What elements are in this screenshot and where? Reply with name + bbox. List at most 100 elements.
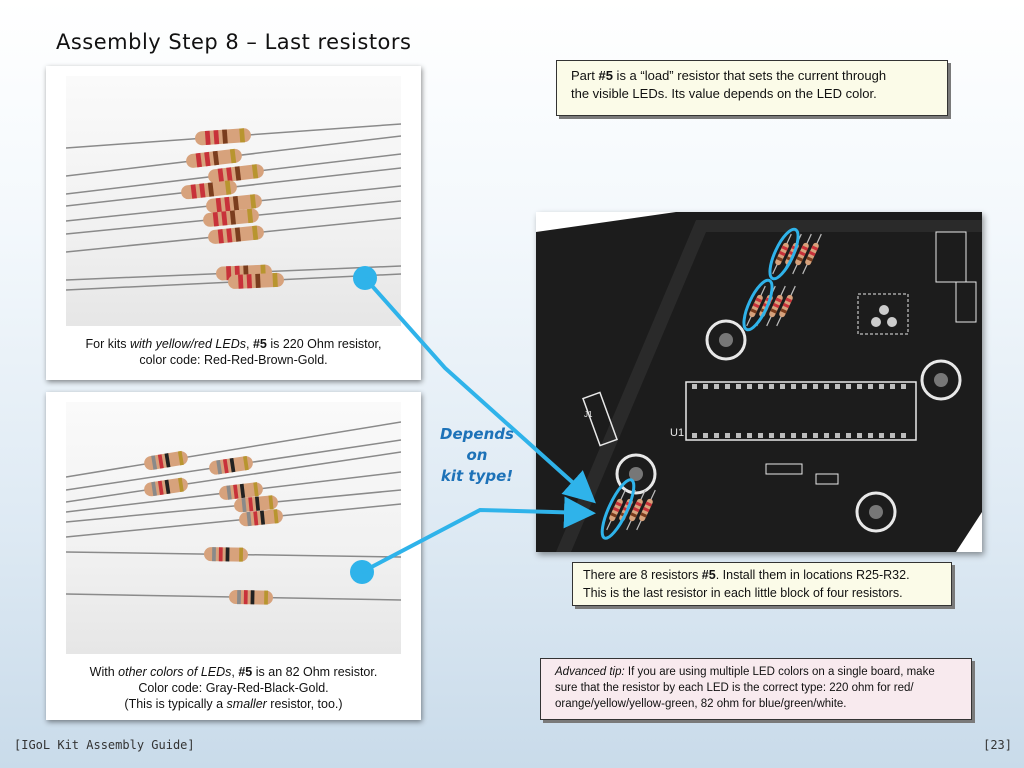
caption-text: is an 82 Ohm resistor. <box>252 665 378 679</box>
ic-pin <box>879 384 884 389</box>
ic-pin <box>692 384 697 389</box>
component-outline <box>935 231 967 283</box>
ic-pin <box>824 384 829 389</box>
resistor-photo-82ohm <box>66 402 401 654</box>
ic-pin <box>714 433 719 438</box>
pcb-resistor <box>772 233 792 275</box>
caption-text: (This is typically a <box>124 697 227 711</box>
ic-pin <box>813 384 818 389</box>
caption-text: With <box>89 665 119 679</box>
caption-text: , <box>245 337 253 351</box>
ic-pin <box>868 433 873 438</box>
ic-pin <box>791 384 796 389</box>
resistor-illustration-220ohm <box>66 123 401 291</box>
resistor <box>66 217 401 253</box>
tip-text: If you are using multiple LED colors on … <box>555 666 935 710</box>
ic-pin <box>890 433 895 438</box>
resistor-illustration-82ohm <box>66 421 401 605</box>
caption-text: For kits <box>85 337 130 351</box>
ic-pin <box>813 433 818 438</box>
tip-label: Advanced tip: <box>555 666 625 678</box>
ic-pin <box>802 433 807 438</box>
ic-pin <box>791 433 796 438</box>
resistor <box>66 471 401 513</box>
ic-pin <box>703 433 708 438</box>
mounting-hole <box>855 491 897 533</box>
ic-pin <box>736 433 741 438</box>
pcb-resistor <box>626 489 646 531</box>
ic-pin <box>857 384 862 389</box>
ic-pin <box>747 384 752 389</box>
pcb-photo-card: U1 J1 <box>536 212 982 552</box>
advanced-tip-box: Advanced tip: If you are using multiple … <box>540 658 972 720</box>
caption-text: , <box>231 665 239 679</box>
resistor <box>66 451 401 503</box>
caption-emphasis: with yellow/red LEDs <box>129 337 246 351</box>
pcb-resistor <box>606 489 626 531</box>
mounting-hole <box>615 453 657 495</box>
part-number: #5 <box>598 68 613 83</box>
component-outline <box>815 473 839 485</box>
component-outline <box>955 281 977 323</box>
header-outline <box>582 391 618 447</box>
ic-pin <box>703 384 708 389</box>
resistor <box>66 272 401 291</box>
resistor <box>66 167 401 207</box>
callout-load-resistor: Part #5 is a “load” resistor that sets t… <box>556 60 948 116</box>
depends-line: on <box>466 446 488 464</box>
ic-pin <box>868 384 873 389</box>
part-number: #5 <box>701 568 716 582</box>
page-title: Assembly Step 8 – Last resistors <box>56 30 412 54</box>
callout-text: is a “load” resistor that sets the curre… <box>612 68 887 83</box>
caption-text: resistor, too.) <box>266 697 343 711</box>
pcb-illustration: U1 J1 <box>536 212 982 552</box>
callout-install-locations: There are 8 resistors #5. Install them i… <box>572 562 952 606</box>
ic-pin <box>802 384 807 389</box>
part-number: #5 <box>238 665 253 679</box>
dashed-outline <box>857 293 909 335</box>
resistor <box>66 153 401 195</box>
depends-line: kit type! <box>440 467 514 485</box>
caption-emphasis: other colors of LEDs <box>118 665 232 679</box>
ic-pin <box>736 384 741 389</box>
ic-pin <box>846 433 851 438</box>
resistor <box>66 185 401 222</box>
highlight-oval-r25 <box>768 227 800 281</box>
ic-pin <box>692 433 697 438</box>
color-code-text: Color code: Gray-Red-Black-Gold. <box>138 681 329 695</box>
ic-pin <box>758 384 763 389</box>
pcb-label-u1: U1 <box>670 427 684 439</box>
ic-pin <box>747 433 752 438</box>
ic-pin <box>879 433 884 438</box>
ic-pin <box>857 433 862 438</box>
caption-emphasis: smaller <box>226 697 267 711</box>
caption-220ohm: For kits with yellow/red LEDs, #5 is 220… <box>56 336 411 368</box>
ic-pin <box>725 433 730 438</box>
resistor <box>66 123 401 149</box>
ic-pin <box>890 384 895 389</box>
photo-card-82ohm: With other colors of LEDs, #5 is an 82 O… <box>46 392 421 720</box>
ic-pin <box>714 384 719 389</box>
callout-text: Part <box>571 68 599 83</box>
pcb-resistor <box>766 285 786 327</box>
depends-line: Depends <box>440 425 514 443</box>
ic-pin <box>835 433 840 438</box>
resistor <box>66 135 401 177</box>
highlight-oval-r32 <box>600 478 636 540</box>
callout-text: . Install them in locations R25-R32. <box>715 568 910 582</box>
pcb-resistor <box>792 233 812 275</box>
highlight-oval-r26 <box>742 278 774 332</box>
resistor <box>66 503 401 538</box>
ic-pin <box>901 433 906 438</box>
resistor <box>66 200 401 235</box>
ic-pin <box>758 433 763 438</box>
ic-pin <box>835 384 840 389</box>
component-outline <box>765 463 803 475</box>
color-code-text: color code: Red-Red-Brown-Gold. <box>139 353 328 367</box>
ic-pin <box>725 384 730 389</box>
pcb-resistor <box>776 285 796 327</box>
callout-text: the visible LEDs. Its value depends on t… <box>571 86 877 101</box>
callout-text: This is the last resistor in each little… <box>583 586 903 600</box>
caption-text: is 220 Ohm resistor, <box>266 337 382 351</box>
footer-page-number: [23] <box>983 738 1012 752</box>
